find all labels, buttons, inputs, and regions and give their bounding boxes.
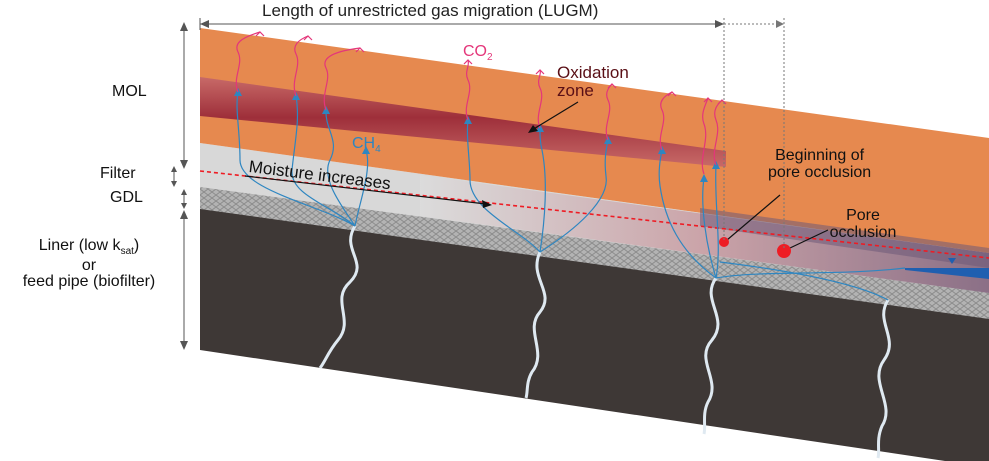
liner-label: Liner (low ksat) or feed pipe (biofilter… <box>4 237 174 291</box>
ch4-flow-paths <box>236 91 906 301</box>
pore-line1: Pore <box>846 207 880 224</box>
diagram-title: Length of unrestricted gas migration (LU… <box>262 1 599 20</box>
moisture-arrowhead <box>482 200 492 208</box>
water-pocket <box>905 268 989 279</box>
co2-arrowheads <box>255 31 727 105</box>
capillary-barrier-line <box>199 170 989 259</box>
gdl-label: GDL <box>110 189 143 206</box>
oxidation-line2: zone <box>557 80 594 100</box>
pore-occlusion-dot <box>777 244 791 258</box>
oxidation-zone <box>200 77 726 167</box>
beginning-occlusion-dot <box>719 237 729 247</box>
mol-label: MOL <box>112 83 147 100</box>
oxidation-pointer-head <box>528 125 538 133</box>
pore-line2: occlusion <box>829 223 897 241</box>
water-table-marker <box>948 258 956 264</box>
liner-text-line1-end: ) <box>133 237 140 254</box>
liner-text-line1: Liner (low k <box>38 237 121 254</box>
lugm-extension-arrow <box>776 20 784 28</box>
ch4-arrowheads <box>234 88 720 182</box>
pore-pointer <box>789 229 829 249</box>
liner-subscript: sat <box>120 246 134 258</box>
co2-subscript: 2 <box>487 52 493 64</box>
co2-text: CO <box>463 43 487 60</box>
oxidation-pointer <box>531 101 579 131</box>
co2-label: CO2 <box>463 43 493 64</box>
beginning-occlusion-label: Beginning of pore occlusion <box>768 147 872 182</box>
liner-text-line2: or <box>81 256 97 274</box>
pore-occlusion-label: Pore occlusion <box>818 207 908 242</box>
liner-text-line3: feed pipe (biofilter) <box>22 273 156 291</box>
lugm-arrow-left <box>200 20 209 28</box>
beginning-line1: Beginning of <box>775 147 865 164</box>
oxidation-line1: Oxidation <box>557 63 629 82</box>
filter-label: Filter <box>100 165 136 182</box>
liner-cracks <box>318 225 891 459</box>
ch4-text: CH <box>352 135 376 152</box>
moisture-arrow <box>244 175 487 205</box>
moisture-zone <box>420 175 989 293</box>
beginning-line2: pore occlusion <box>768 163 872 181</box>
ch4-label: CH4 <box>352 135 381 156</box>
saturation-wedge <box>700 208 989 268</box>
layer-brackets <box>171 22 188 350</box>
gdl-layer <box>200 186 989 319</box>
lugm-arrow-right <box>715 20 724 28</box>
liner-layer <box>200 207 989 461</box>
beginning-pointer <box>726 194 781 241</box>
oxidation-zone-label: Oxidation zone <box>557 64 629 100</box>
ch4-subscript: 4 <box>375 144 381 156</box>
